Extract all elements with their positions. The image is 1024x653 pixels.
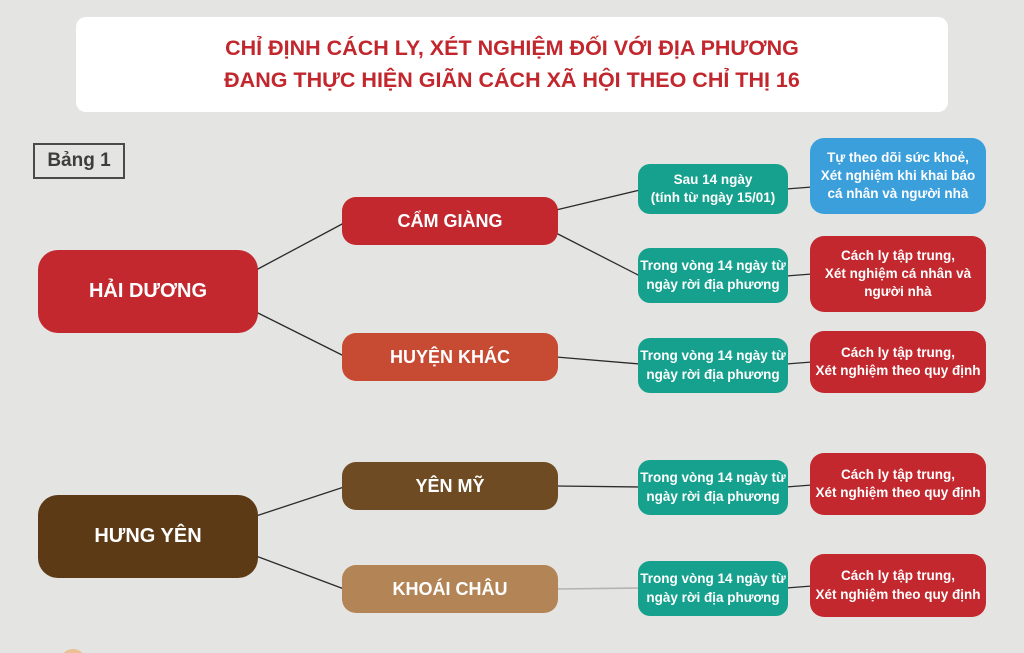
table-label: Bảng 1 (47, 150, 111, 171)
node-province-hung-yen: HƯNG YÊN (38, 495, 258, 578)
node-condition-within-14-days: Trong vòng 14 ngày từ ngày rời địa phươn… (638, 460, 788, 515)
node-district-huyen-khac: HUYỆN KHÁC (342, 333, 558, 381)
node-outcome-quarantine-test-family: Cách ly tập trung, Xét nghiệm cá nhân và… (810, 236, 986, 312)
node-outcome-quarantine-test-regulation: Cách ly tập trung, Xét nghiệm theo quy đ… (810, 331, 986, 393)
node-outcome-quarantine-test-regulation: Cách ly tập trung, Xét nghiệm theo quy đ… (810, 554, 986, 617)
title-card: CHỈ ĐỊNH CÁCH LY, XÉT NGHIỆM ĐỐI VỚI ĐỊA… (76, 17, 948, 112)
node-condition-within-14-days: Trong vòng 14 ngày từ ngày rời địa phươn… (638, 248, 788, 303)
node-outcome-quarantine-test-regulation: Cách ly tập trung, Xét nghiệm theo quy đ… (810, 453, 986, 515)
table-label-box: Bảng 1 (33, 143, 125, 179)
page-title: CHỈ ĐỊNH CÁCH LY, XÉT NGHIỆM ĐỐI VỚI ĐỊA… (224, 36, 800, 92)
node-condition-within-14-days: Trong vòng 14 ngày từ ngày rời địa phươn… (638, 561, 788, 616)
node-condition-within-14-days: Trong vòng 14 ngày từ ngày rời địa phươn… (638, 338, 788, 393)
node-province-hai-duong: HẢI DƯƠNG (38, 250, 258, 333)
node-district-cam-giang: CẨM GIÀNG (342, 197, 558, 245)
node-district-khoai-chau: KHOÁI CHÂU (342, 565, 558, 613)
node-district-yen-my: YÊN MỸ (342, 462, 558, 510)
cropped-logo (63, 649, 83, 653)
node-condition-after-14-days: Sau 14 ngày (tính từ ngày 15/01) (638, 164, 788, 214)
node-outcome-self-monitor: Tự theo dõi sức khoẻ, Xét nghiệm khi kha… (810, 138, 986, 214)
